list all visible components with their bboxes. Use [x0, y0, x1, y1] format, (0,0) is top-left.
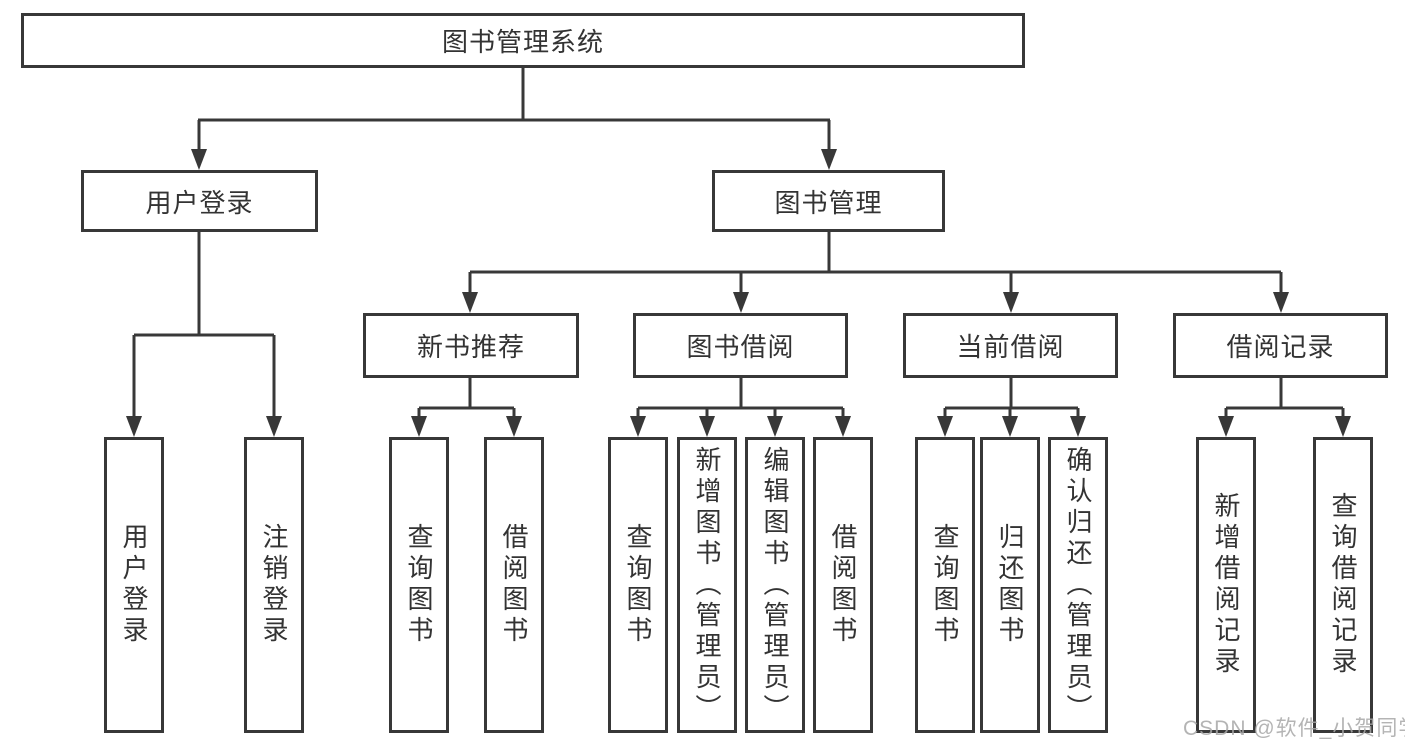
leaf-add-borrow-record: 新增借阅记录: [1196, 437, 1256, 733]
leaf-label: 确认归还（管理员）: [1063, 445, 1093, 725]
branch-book-management: 图书管理: [712, 170, 945, 232]
leaf-logout: 注销登录: [244, 437, 304, 733]
leaf-query-borrow-record: 查询借阅记录: [1313, 437, 1373, 733]
leaf-label: 查询图书: [623, 523, 653, 647]
leaf-label: 查询图书: [930, 523, 960, 647]
leaf-return-books: 归还图书: [980, 437, 1040, 733]
leaf-query-books: 查询图书: [915, 437, 975, 733]
leaf-query-books: 查询图书: [389, 437, 449, 733]
arrowhead-icons: [126, 149, 1351, 437]
node-book-borrow: 图书借阅: [633, 313, 848, 378]
leaf-add-books-admin: 新增图书（管理员）: [677, 437, 737, 733]
leaf-label: 用户登录: [119, 523, 149, 647]
leaf-label: 查询借阅记录: [1328, 492, 1358, 678]
leaf-borrow-books: 借阅图书: [813, 437, 873, 733]
leaf-label: 注销登录: [259, 523, 289, 647]
node-borrow-record: 借阅记录: [1173, 313, 1388, 378]
root-node-library-system: 图书管理系统: [21, 13, 1025, 68]
leaf-label: 新增图书（管理员）: [692, 445, 722, 725]
leaf-label: 新增借阅记录: [1211, 492, 1241, 678]
leaf-user-login: 用户登录: [104, 437, 164, 733]
leaf-query-books: 查询图书: [608, 437, 668, 733]
leaf-edit-books-admin: 编辑图书（管理员）: [745, 437, 805, 733]
csdn-watermark: CSDN @软件_小贺同学: [1183, 717, 1405, 740]
leaf-label: 借阅图书: [499, 523, 529, 647]
leaf-label: 借阅图书: [828, 523, 858, 647]
branch-user-login: 用户登录: [81, 170, 318, 232]
leaf-label: 归还图书: [995, 523, 1025, 647]
leaf-label: 查询图书: [404, 523, 434, 647]
node-current-borrow: 当前借阅: [903, 313, 1118, 378]
node-new-book-recommend: 新书推荐: [363, 313, 579, 378]
leaf-confirm-return-admin: 确认归还（管理员）: [1048, 437, 1108, 733]
leaf-borrow-books: 借阅图书: [484, 437, 544, 733]
leaf-label: 编辑图书（管理员）: [760, 445, 790, 725]
